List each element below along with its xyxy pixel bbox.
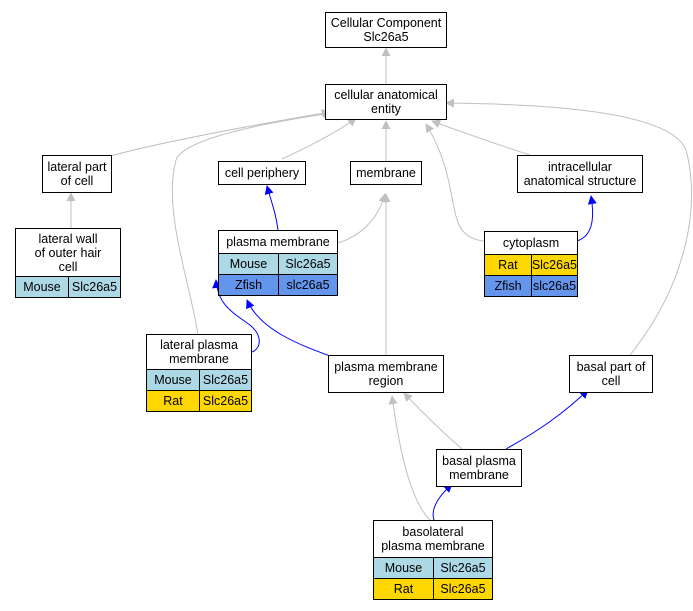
edge-lpm-pm [212, 279, 260, 353]
node-label-line: of cell [60, 174, 94, 188]
edge-cp-cae [281, 117, 357, 160]
edge-pm-cp [264, 185, 279, 231]
node-label-line: lateral wall [38, 231, 98, 246]
edge-blpm-pmr [388, 395, 431, 521]
node-label-line: lateral plasma [160, 338, 238, 352]
edge-pmr-pm [246, 299, 331, 357]
annotation-row: Zfish slc26a5 [219, 274, 337, 295]
edge-bpc-cae [445, 98, 693, 356]
node-label-line: entity [371, 102, 401, 116]
gene-cell: Slc26a5 [433, 579, 492, 599]
edge-blpm-bpm [432, 483, 453, 521]
species-cell: Rat [485, 255, 531, 275]
node-basolateral-plasma-membrane[interactable]: basolateral plasma membrane Mouse Slc26a… [373, 520, 493, 600]
annotation-row: Rat Slc26a5 [147, 390, 251, 411]
node-label-line: of outer hair [34, 245, 102, 260]
node-label-line: cell [58, 259, 78, 274]
node-label-line: basolateral [402, 525, 464, 539]
species-cell: Rat [374, 579, 433, 599]
node-plasma-membrane-region[interactable]: plasma membrane region [328, 355, 444, 393]
annotation-row: Rat Slc26a5 [485, 254, 577, 275]
species-cell: Mouse [374, 558, 433, 578]
species-cell: Mouse [147, 370, 199, 390]
node-cellular-anatomical-entity[interactable]: cellular anatomical entity [325, 84, 447, 120]
node-label-line: anatomical structure [523, 174, 637, 188]
node-label-line: plasma membrane [226, 235, 330, 249]
node-lateral-part-of-cell[interactable]: lateral part of cell [42, 155, 112, 193]
node-cell-periphery[interactable]: cell periphery [218, 161, 306, 185]
node-label-line: intracellular [548, 160, 612, 174]
node-label-line: cellular anatomical [334, 88, 438, 102]
node-label-line: membrane [169, 352, 229, 366]
node-label-line: cytoplasm [502, 236, 560, 250]
gene-cell: Slc26a5 [433, 558, 492, 578]
gene-cell: slc26a5 [531, 276, 577, 296]
node-label-line: plasma membrane [334, 360, 438, 374]
edge-lpm-cae [171, 109, 333, 336]
annotation-row: Rat Slc26a5 [374, 578, 492, 599]
edge-cyto-cae [425, 123, 485, 242]
node-membrane[interactable]: membrane [350, 161, 422, 185]
node-basal-plasma-membrane[interactable]: basal plasma membrane [436, 449, 522, 487]
edge-cyto-ias [576, 195, 597, 242]
gene-cell: Slc26a5 [199, 391, 251, 411]
node-label-line: basal plasma [442, 454, 516, 468]
node-label-line: plasma membrane [381, 539, 485, 553]
species-cell: Rat [147, 391, 199, 411]
node-label-line: Slc26a5 [363, 30, 409, 44]
gene-cell: Slc26a5 [199, 370, 251, 390]
gene-cell: Slc26a5 [530, 255, 577, 275]
node-cellular-component[interactable]: Cellular Component Slc26a5 [325, 12, 447, 48]
node-label-line: lateral part [47, 160, 107, 174]
node-intracellular-anatomical-structure[interactable]: intracellular anatomical structure [517, 155, 643, 193]
annotation-row: Mouse Slc26a5 [374, 557, 492, 578]
annotation-row: Mouse Slc26a5 [16, 276, 120, 297]
node-label-line: Cellular Component [330, 16, 442, 30]
edge-bpm-pmr [403, 392, 463, 450]
node-label-line: cell periphery [224, 166, 300, 180]
edge-lpc-cae [109, 108, 331, 157]
annotation-row: Mouse Slc26a5 [219, 253, 337, 274]
species-cell: Zfish [485, 276, 531, 296]
node-label-line: region [368, 374, 404, 388]
node-label-line: basal part of [576, 360, 646, 374]
edge-bpm-bpc [505, 389, 589, 450]
species-cell: Mouse [219, 254, 278, 274]
annotation-row: Zfish slc26a5 [485, 275, 577, 296]
species-cell: Mouse [16, 277, 68, 297]
node-label-line: membrane [356, 166, 416, 180]
node-lateral-plasma-membrane[interactable]: lateral plasma membrane Mouse Slc26a5 Ra… [146, 334, 252, 412]
gene-cell: Slc26a5 [278, 254, 337, 274]
node-label-line: membrane [449, 468, 509, 482]
edge-ias-cae [431, 119, 531, 156]
node-plasma-membrane[interactable]: plasma membrane Mouse Slc26a5 Zfish slc2… [218, 230, 338, 296]
species-cell: Zfish [219, 275, 278, 295]
node-label-line: cell [601, 374, 621, 388]
node-lateral-wall-of-outer-hair-cell[interactable]: lateral wall of outer hair cell Mouse Sl… [15, 228, 121, 298]
edge-pm-mem [337, 193, 388, 244]
node-basal-part-of-cell[interactable]: basal part of cell [569, 355, 653, 393]
gene-cell: slc26a5 [278, 275, 337, 295]
gene-cell: Slc26a5 [68, 277, 120, 297]
annotation-row: Mouse Slc26a5 [147, 369, 251, 390]
node-cytoplasm[interactable]: cytoplasm Rat Slc26a5 Zfish slc26a5 [484, 231, 578, 297]
